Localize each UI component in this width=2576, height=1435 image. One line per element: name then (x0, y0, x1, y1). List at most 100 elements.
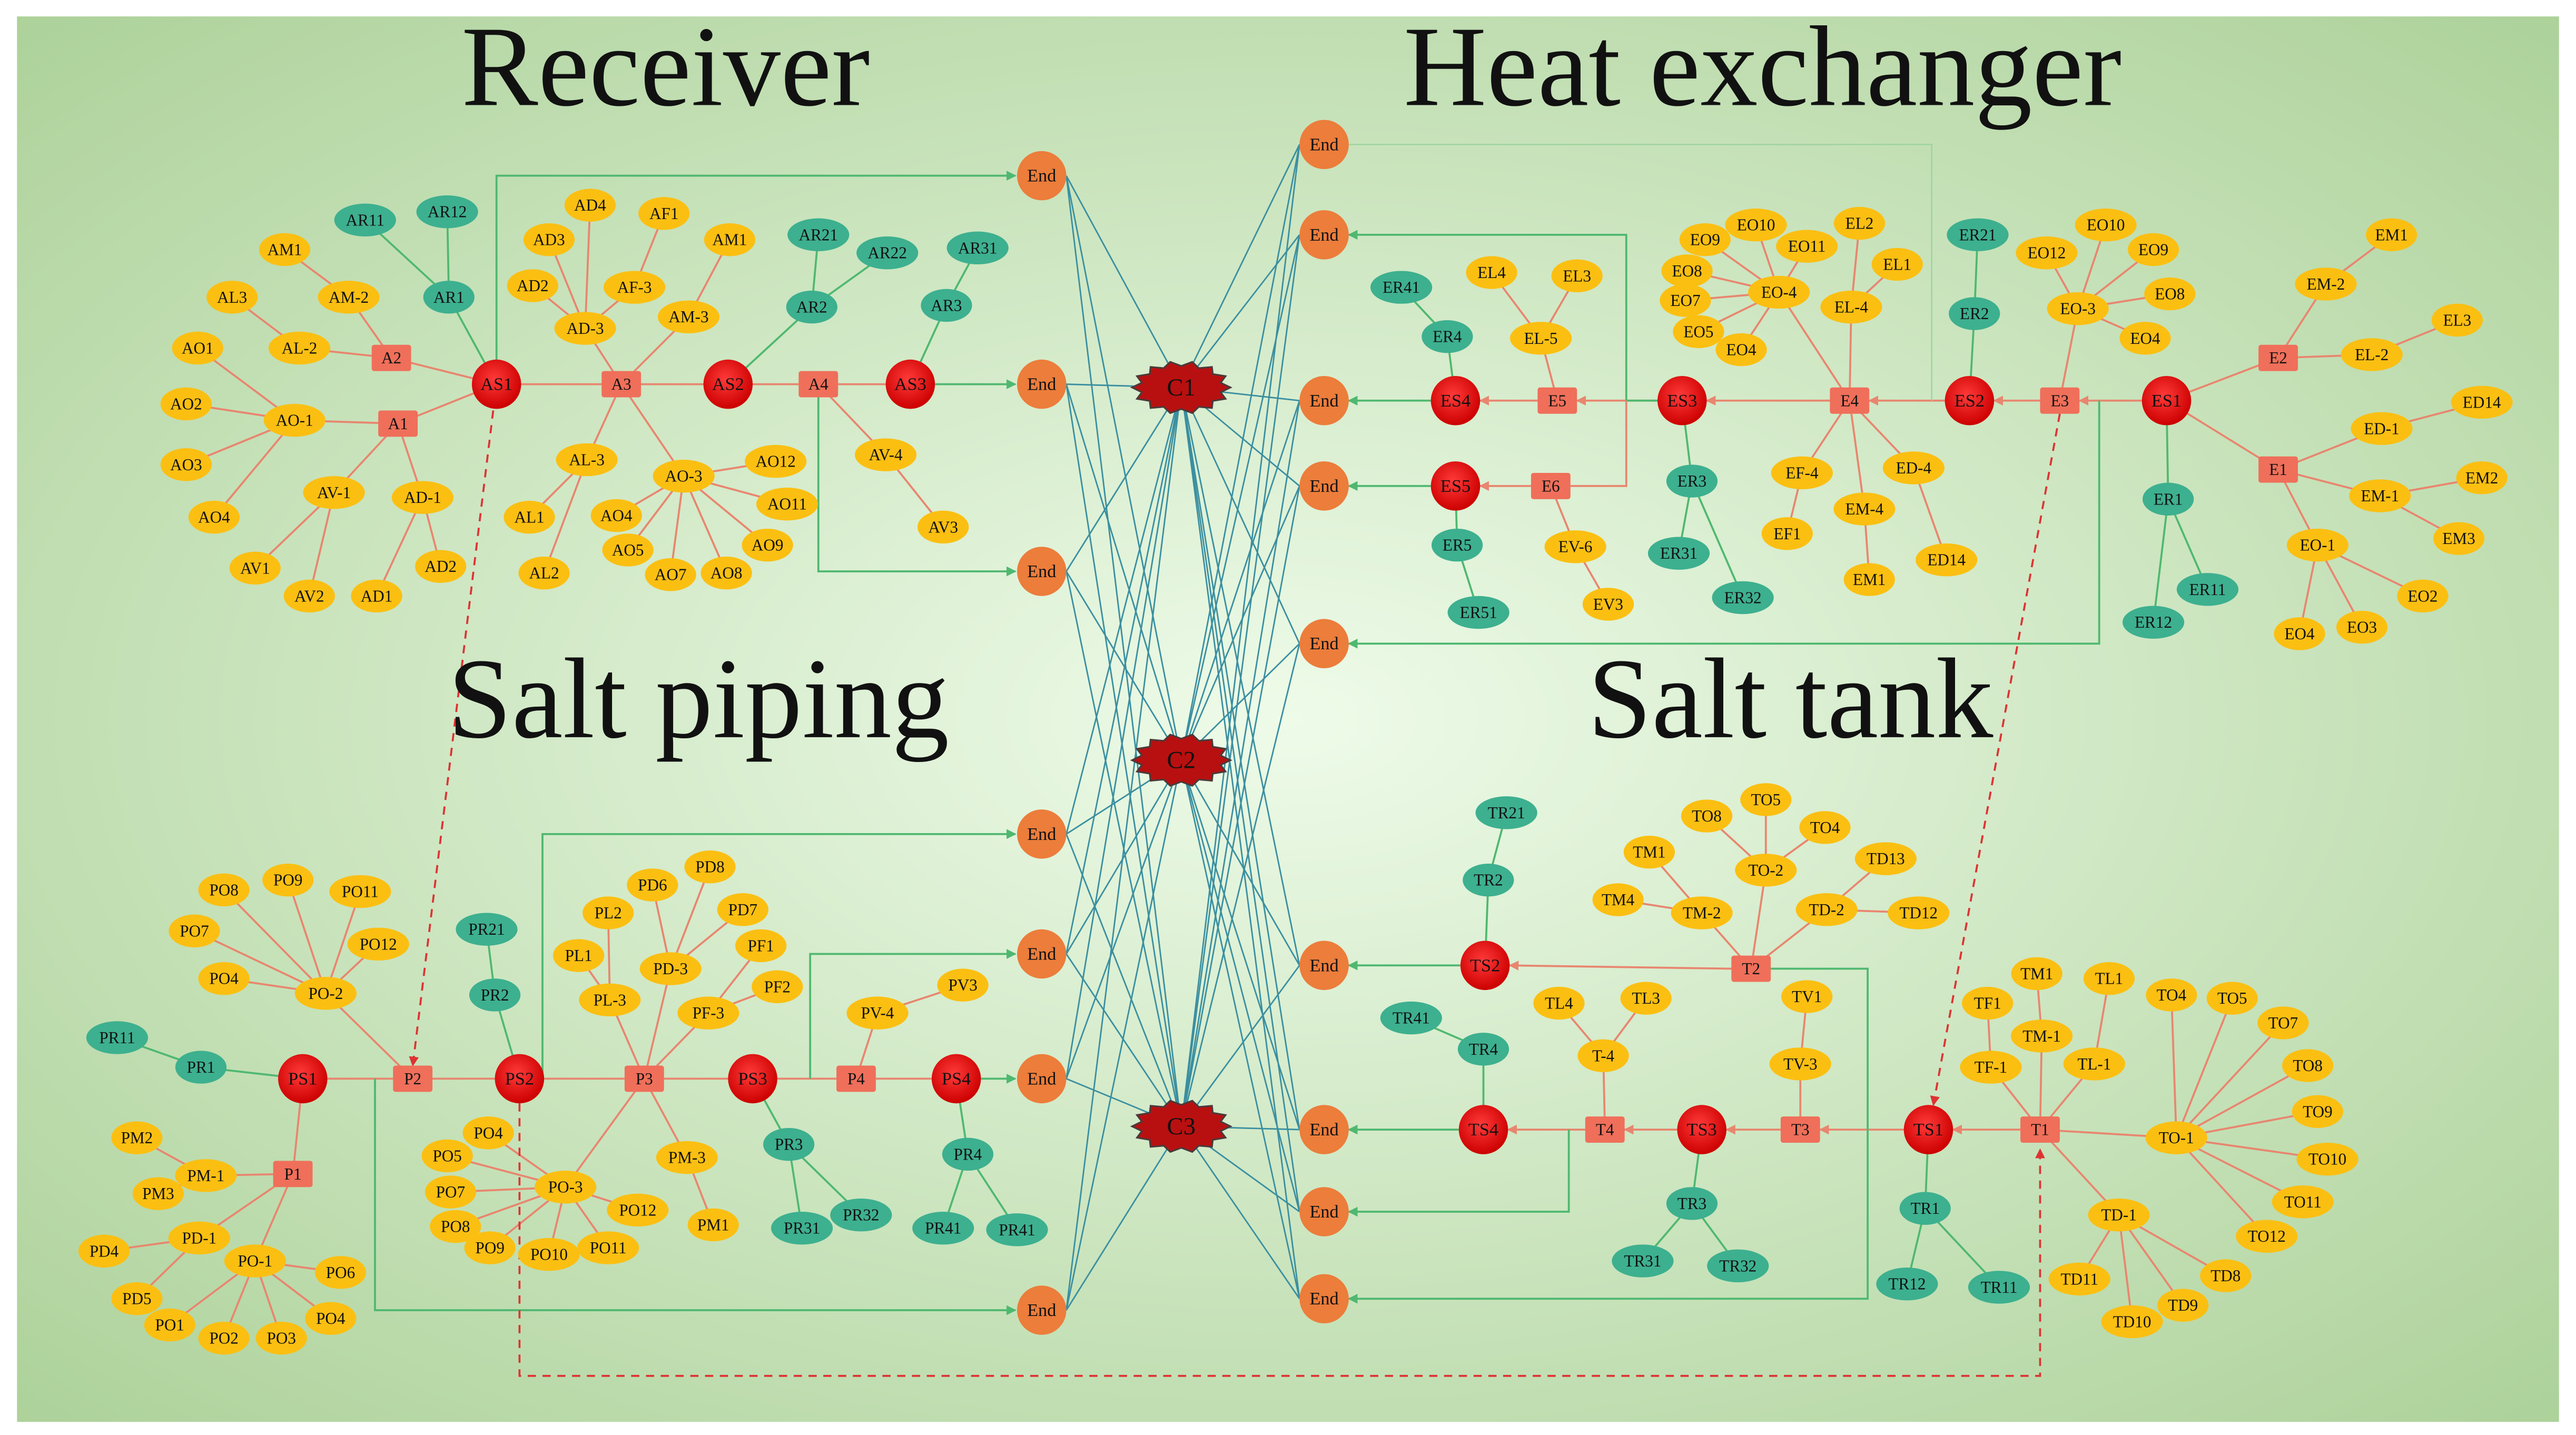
node-ar3: AR3 (921, 289, 972, 322)
node-td9: TD9 (2157, 1289, 2209, 1322)
node-label: PR41 (925, 1219, 961, 1238)
intermediate-event-shape (885, 359, 935, 409)
basic-event-shape (1592, 883, 1644, 916)
node-label: AS1 (480, 374, 512, 394)
node-ts2: TS2 (1460, 941, 1510, 991)
basic-event-shape (391, 481, 454, 514)
basic-event-shape (78, 1234, 130, 1268)
basic-event-teal-shape (1647, 537, 1710, 570)
node-po7: PO7 (169, 914, 220, 947)
node-label: PO4 (209, 969, 239, 988)
node-label: E6 (1542, 477, 1560, 495)
basic-event-shape (687, 1208, 739, 1242)
node-po11b: PO11 (577, 1231, 639, 1264)
basic-event-shape (1888, 896, 1950, 929)
node-pm3: PM3 (132, 1177, 184, 1210)
node-ev-6: EV-6 (1544, 530, 1606, 563)
node-label: TO4 (1810, 818, 1840, 837)
basic-event-teal-shape (1612, 1244, 1674, 1278)
basic-event-shape (2010, 1020, 2073, 1053)
edge-er32-to-er3 (1691, 480, 1744, 598)
basic-event-shape (1681, 799, 1733, 833)
node-label: End (1027, 1068, 1056, 1088)
node-eo2: EO2 (2397, 579, 2449, 612)
edge-end-left-2-to-c3 (1065, 571, 1182, 1127)
basic-event-teal-shape (1422, 320, 1473, 353)
node-pd-1: PD-1 (168, 1221, 230, 1255)
section-title-heat-exchanger: Heat exchanger (1404, 4, 2121, 131)
basic-event-shape (283, 579, 335, 612)
node-tr1: TR1 (1899, 1192, 1951, 1225)
node-t2: T2 (1731, 955, 1771, 982)
node-pr21: PR21 (456, 913, 518, 946)
node-label: TD9 (2168, 1296, 2198, 1314)
basic-event-shape (735, 929, 787, 963)
node-label: EL-2 (2355, 345, 2389, 364)
node-label: ER11 (2189, 580, 2226, 599)
basic-event-shape (855, 438, 917, 471)
basic-event-shape (2295, 268, 2357, 301)
node-label: AO-1 (276, 411, 313, 430)
node-label: EO2 (2407, 587, 2437, 605)
basic-event-shape (318, 281, 380, 314)
hub-shape (1130, 361, 1232, 414)
node-label: TO10 (2308, 1150, 2346, 1169)
node-label: EO4 (2130, 329, 2160, 348)
node-label: ER51 (1460, 603, 1497, 621)
basic-event-shape (1725, 208, 1787, 242)
node-po3: PO3 (255, 1321, 307, 1355)
edge-c2-to-end-right-2 (1180, 400, 1300, 761)
basic-event-shape (535, 1171, 597, 1204)
node-label: ER31 (1660, 544, 1697, 562)
node-to8: TO8 (1681, 799, 1733, 833)
end-event-shape (1299, 120, 1349, 170)
basic-event-shape (2397, 579, 2449, 612)
node-to4b: TO4 (2146, 978, 2197, 1012)
node-a1: A1 (378, 410, 418, 437)
node-tl3: TL3 (1620, 982, 1672, 1015)
basic-event-shape (175, 1159, 237, 1192)
node-label: PV-4 (861, 1004, 894, 1022)
node-label: AM-3 (668, 308, 708, 326)
node-label: ES1 (2151, 391, 2182, 411)
node-label: TV-3 (1783, 1055, 1818, 1073)
node-po-2: PO-2 (294, 977, 357, 1010)
node-label: EM1 (1853, 570, 1886, 589)
node-as3: AS3 (885, 359, 935, 409)
node-e2: E2 (2258, 344, 2298, 371)
node-ps1: PS1 (278, 1054, 328, 1104)
middle-event-shape (378, 410, 418, 437)
basic-event-teal-shape (1707, 1249, 1769, 1283)
node-label: PD7 (728, 900, 757, 919)
node-el2: End (1017, 547, 1067, 596)
node-pl1: PL1 (552, 939, 605, 972)
basic-event-shape (329, 875, 391, 908)
node-el0: End (1017, 151, 1067, 201)
node-label: PO5 (432, 1146, 461, 1165)
basic-event-shape (2257, 1006, 2309, 1040)
node-ad2b: AD2 (507, 269, 558, 302)
node-label: EO7 (1670, 291, 1700, 310)
node-tl4: TL4 (1533, 986, 1585, 1020)
basic-event-shape (2075, 208, 2137, 242)
intermediate-event-shape (2141, 375, 2192, 425)
intermediate-event-shape (931, 1054, 981, 1104)
node-av1: AV1 (229, 551, 281, 585)
basic-event-teal-shape (175, 1051, 227, 1084)
node-label: PS3 (738, 1068, 767, 1088)
node-eo4c: EO4 (2274, 617, 2325, 650)
node-label: ED-4 (1896, 459, 1932, 477)
basic-event-shape (2366, 218, 2417, 252)
node-label: PF-3 (693, 1004, 725, 1022)
edge-c1-to-end-right-4 (1180, 387, 1300, 644)
node-label: AR22 (868, 244, 907, 262)
basic-event-shape (224, 1244, 286, 1278)
basic-event-teal-shape (1712, 581, 1774, 615)
middle-event-shape (624, 1065, 664, 1092)
node-em3: EM3 (2433, 522, 2485, 555)
edge-faint-top-frame (1348, 144, 1932, 401)
basic-event-shape (523, 223, 575, 256)
node-al2: AL2 (518, 556, 570, 590)
basic-event-shape (314, 1256, 367, 1289)
node-label: ES4 (1440, 391, 1470, 411)
